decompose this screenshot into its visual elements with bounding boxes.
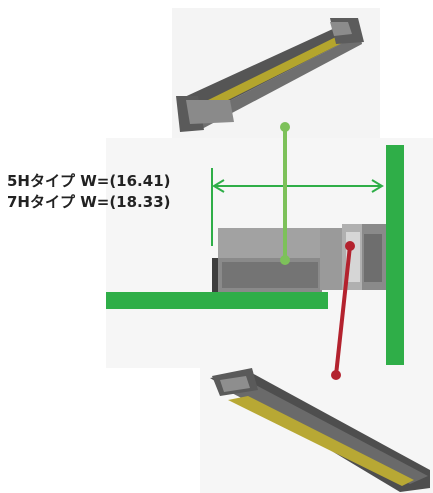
mated-connector-cross-section	[212, 224, 386, 296]
bottom-connector-image	[210, 368, 430, 492]
vertical-board	[386, 145, 404, 365]
dimension-label-7h: 7Hタイプ W=(18.33)	[7, 193, 171, 211]
bottom-connector-leader	[331, 241, 355, 380]
horizontal-board	[106, 292, 328, 309]
top-connector-image	[176, 18, 364, 132]
top-connector-leader	[280, 122, 290, 265]
width-dimension	[211, 168, 384, 246]
dimension-label-5h: 5Hタイプ W=(16.41)	[7, 172, 171, 190]
